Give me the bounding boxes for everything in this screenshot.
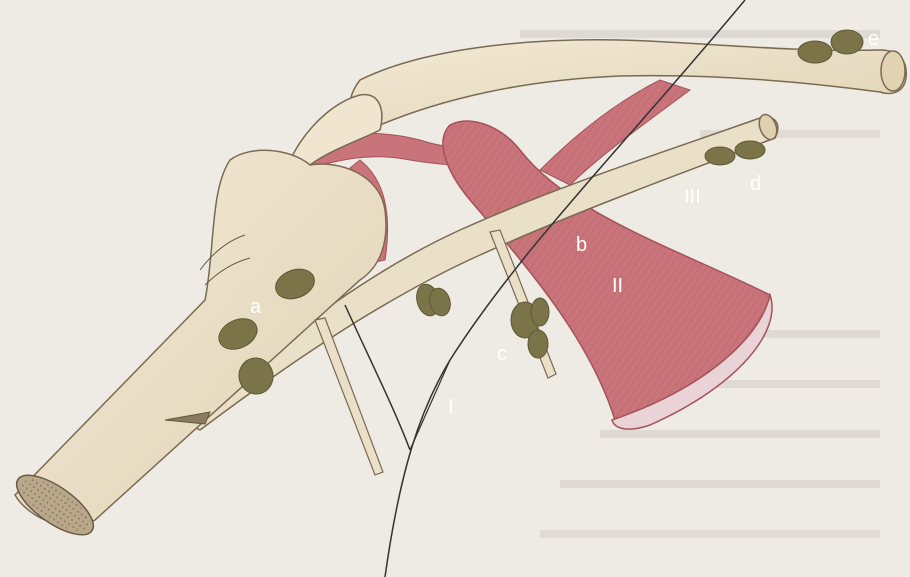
label-level-2: II [612,275,623,297]
clavicle-end [881,51,905,91]
label-a: a [250,296,262,318]
label-d: d [750,173,761,195]
label-e: e [868,28,879,50]
label-b: b [576,234,587,256]
label-level-1: I [448,396,454,418]
label-c: c [497,343,507,365]
label-level-3: III [684,186,701,208]
